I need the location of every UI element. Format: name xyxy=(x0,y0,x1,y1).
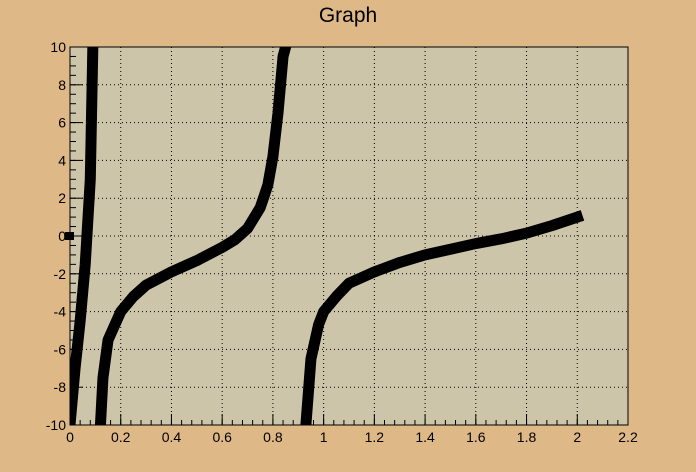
y-tick-label: -6 xyxy=(54,341,67,357)
x-tick-label: 0.8 xyxy=(263,429,283,445)
y-tick-label: -8 xyxy=(54,379,67,395)
plot-area xyxy=(70,47,628,425)
x-tick-label: 1.4 xyxy=(415,429,435,445)
y-tick-label: 6 xyxy=(58,115,66,131)
y-tick-label: 8 xyxy=(58,77,66,93)
x-tick-label: 2.2 xyxy=(618,429,638,445)
x-tick-label: 1.6 xyxy=(466,429,486,445)
series-line-segment xyxy=(300,210,585,425)
x-tick-label: 1 xyxy=(320,429,328,445)
series-line-segment xyxy=(70,47,99,425)
x-tick-label: 1.2 xyxy=(365,429,385,445)
x-tick-label: 2 xyxy=(573,429,581,445)
y-tick-label: 4 xyxy=(58,152,66,168)
y-tick-label: 10 xyxy=(50,39,66,55)
y-tick-label: -4 xyxy=(54,304,67,320)
chart-title: Graph xyxy=(318,4,378,27)
y-tick-label: 0 xyxy=(58,228,66,244)
x-tick-label: 0.2 xyxy=(111,429,131,445)
x-tick-label: 0.4 xyxy=(162,429,182,445)
x-tick-label: 1.8 xyxy=(517,429,537,445)
y-tick-label: -10 xyxy=(46,417,66,433)
data-point-marker xyxy=(65,232,74,240)
y-tick-label: -2 xyxy=(54,266,67,282)
series-line-segment xyxy=(94,47,292,425)
x-tick-label: 0.6 xyxy=(212,429,232,445)
y-tick-label: 2 xyxy=(58,190,66,206)
x-tick-label: 0 xyxy=(66,429,74,445)
